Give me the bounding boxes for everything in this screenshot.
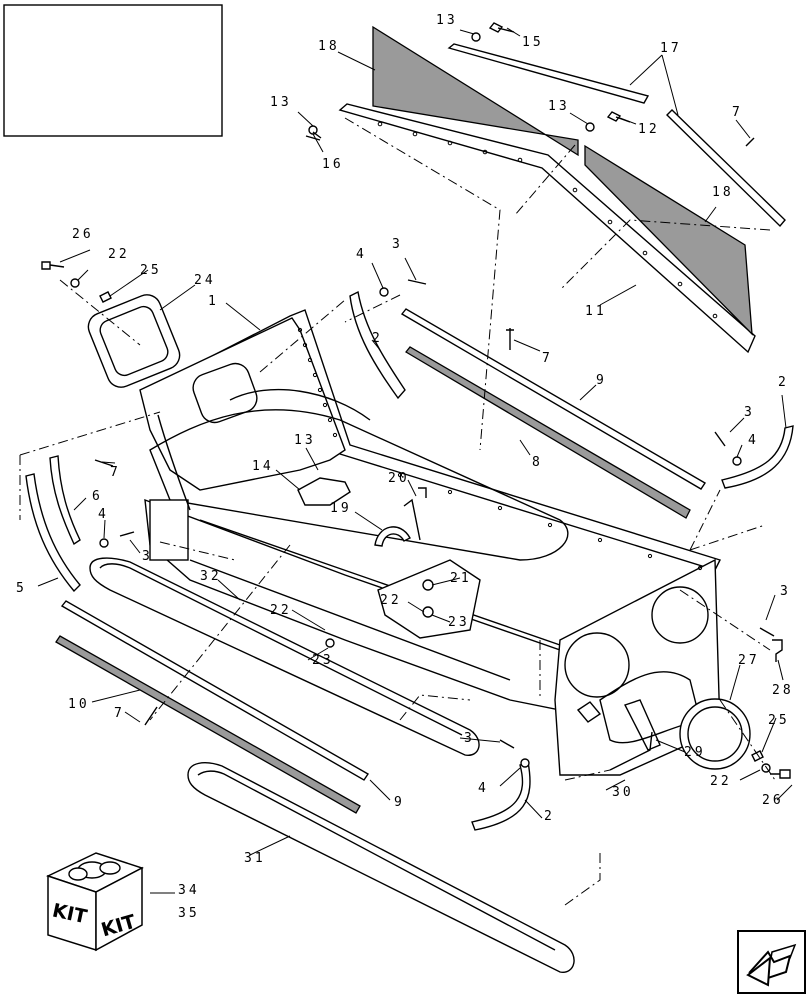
callout-13: 13: [270, 95, 292, 110]
callout-18: 18: [712, 185, 734, 200]
guide-6: [49, 455, 81, 546]
callout-23: 23: [312, 653, 334, 668]
callout-25: 25: [768, 713, 790, 728]
strip-10: [55, 635, 361, 814]
callout-19: 19: [330, 501, 352, 516]
title-frame: [3, 4, 223, 137]
strip-17-right: [666, 109, 786, 228]
callout-4: 4: [748, 433, 759, 448]
callout-31: 31: [244, 851, 266, 866]
callout-17: 17: [660, 41, 682, 56]
strip-9-lower: [60, 600, 369, 781]
callout-7: 7: [110, 465, 121, 480]
main-housing: [139, 309, 721, 776]
strip-9-upper: [400, 308, 706, 490]
callout-9: 9: [596, 373, 607, 388]
callout-13: 13: [436, 13, 458, 28]
callout-4: 4: [98, 507, 109, 522]
latch-28: [772, 639, 783, 662]
callout-8: 8: [532, 455, 543, 470]
callout-6: 6: [92, 489, 103, 504]
upper-panel-assembly: [305, 22, 786, 354]
callout-32: 32: [200, 569, 222, 584]
callout-26: 26: [72, 227, 94, 242]
callout-14: 14: [252, 459, 274, 474]
callout-11: 11: [585, 304, 607, 319]
next-page-arrow-icon[interactable]: [737, 930, 806, 994]
panel-18-right: [584, 144, 753, 336]
guide-5: [25, 473, 81, 593]
callout-28: 28: [772, 683, 794, 698]
callout-4: 4: [478, 781, 489, 796]
callout-34: 34: [178, 883, 200, 898]
callout-18: 18: [318, 39, 340, 54]
callout-7: 7: [114, 706, 125, 721]
rod-30: [609, 731, 653, 771]
callout-3: 3: [464, 731, 475, 746]
callout-4: 4: [356, 247, 367, 262]
strip-8: [405, 346, 691, 519]
callout-22: 22: [270, 603, 292, 618]
handle-29: [624, 699, 661, 751]
callout-3: 3: [744, 405, 755, 420]
guide-2-upper: [349, 290, 406, 400]
callout-22: 22: [380, 593, 402, 608]
callout-2: 2: [778, 375, 789, 390]
cover-24: [87, 294, 181, 388]
panel-11: [338, 103, 756, 354]
callout-10: 10: [68, 697, 90, 712]
callout-27: 27: [738, 653, 760, 668]
rail-32: [89, 557, 480, 756]
callout-30: 30: [612, 785, 634, 800]
callout-12: 12: [638, 122, 660, 137]
cover-27: [679, 698, 751, 770]
callout-7: 7: [542, 351, 553, 366]
callout-24: 24: [194, 273, 216, 288]
assembly-lines: [19, 117, 776, 906]
callout-26: 26: [762, 793, 784, 808]
callout-20: 20: [388, 471, 410, 486]
callout-labels: 13 15 18 17 13 16 13 12 7 18 26 22 25 24…: [16, 13, 794, 921]
leader-lines: [37, 27, 793, 894]
callout-2: 2: [544, 809, 555, 824]
strip-17-top: [447, 43, 650, 104]
guide-2-right: [721, 425, 794, 489]
callout-9: 9: [394, 795, 405, 810]
callout-2: 2: [372, 331, 383, 346]
callout-3: 3: [780, 584, 791, 599]
callout-15: 15: [522, 35, 544, 50]
callout-29: 29: [684, 745, 706, 760]
callout-16: 16: [322, 157, 344, 172]
callout-7: 7: [732, 105, 743, 120]
callout-22: 22: [108, 247, 130, 262]
callout-21: 21: [450, 571, 472, 586]
callout-1: 1: [208, 294, 219, 309]
callout-3: 3: [392, 237, 403, 252]
callout-22: 22: [710, 774, 732, 789]
callout-25: 25: [140, 263, 162, 278]
callout-3: 3: [142, 549, 153, 564]
callout-13: 13: [294, 433, 316, 448]
bracket-19: [374, 526, 411, 547]
guide-2-lower: [471, 761, 531, 831]
kit-box-icon: KIT KIT: [46, 852, 144, 952]
plate-14: [297, 477, 351, 506]
callout-5: 5: [16, 581, 27, 596]
panel-18-left: [372, 25, 579, 157]
callout-23: 23: [448, 615, 470, 630]
rail-31: [187, 762, 575, 973]
callout-35: 35: [178, 906, 200, 921]
callout-13: 13: [548, 99, 570, 114]
